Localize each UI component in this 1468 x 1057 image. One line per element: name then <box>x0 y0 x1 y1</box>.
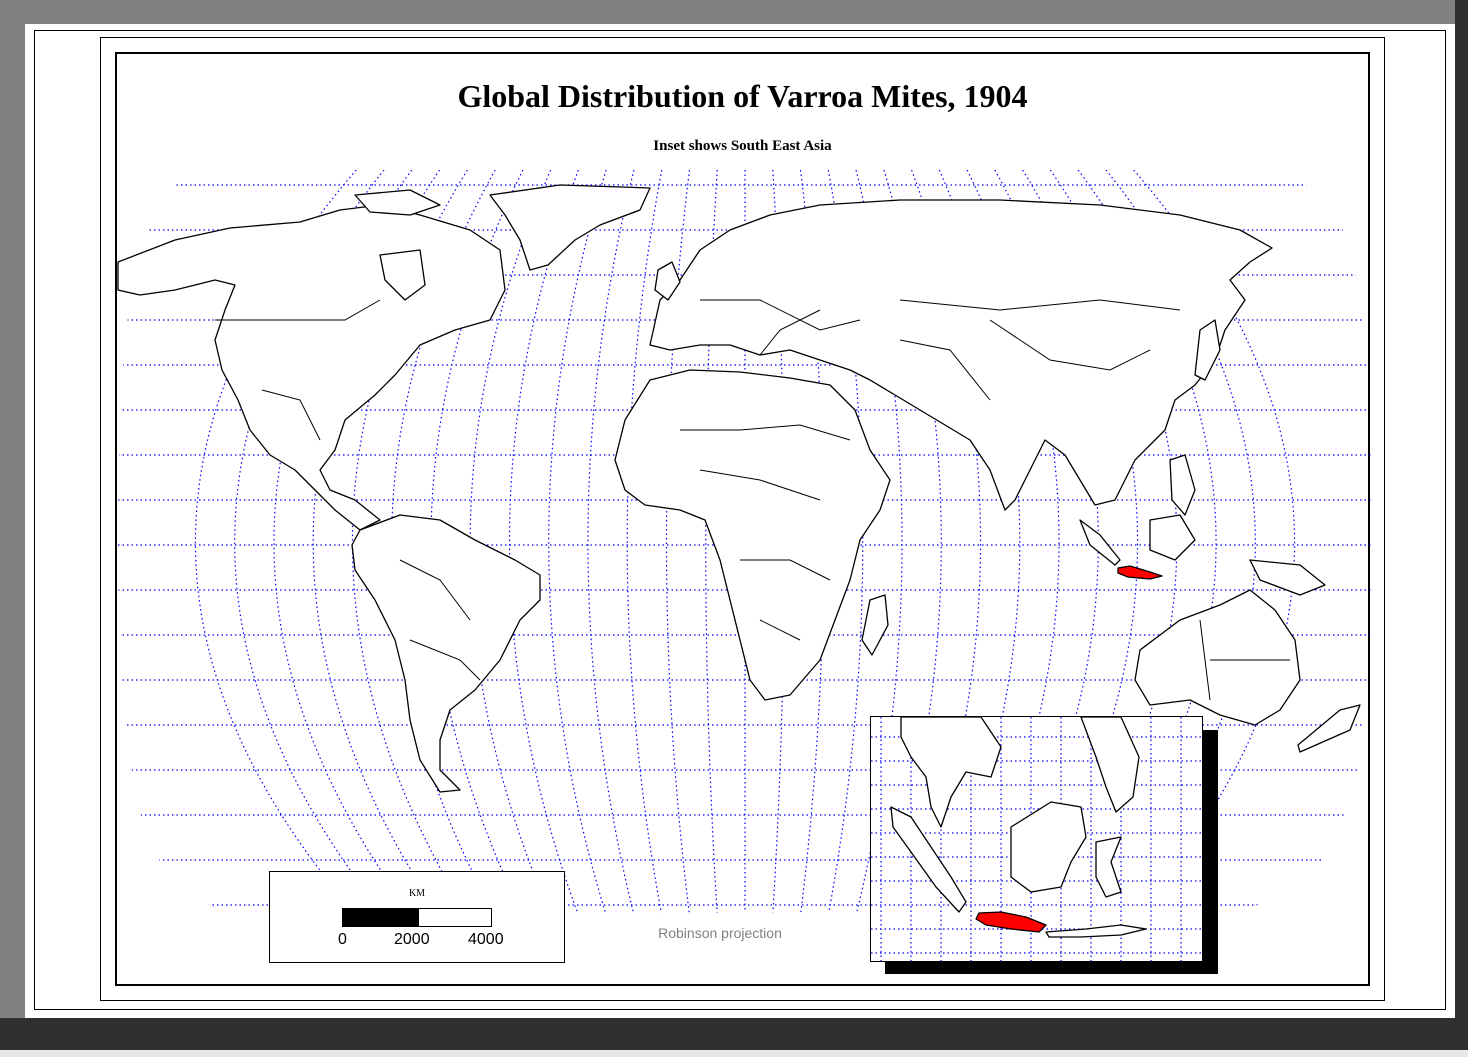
madagascar-landmass <box>861 594 889 656</box>
map-frame-inner <box>115 52 1370 986</box>
philippines-landmass <box>1169 454 1196 516</box>
graticule-meridian <box>1133 170 1295 915</box>
new-zealand-landmass <box>1297 704 1361 753</box>
map-title: Global Distribution of Varroa Mites, 190… <box>457 78 1028 114</box>
new-guinea-landmass <box>1249 559 1326 596</box>
south-america-landmass <box>351 514 541 793</box>
projection-label: Robinson projection <box>658 925 782 941</box>
paper-border <box>34 30 1446 1010</box>
british-isles <box>654 261 681 301</box>
java-highlight-inset <box>975 911 1047 933</box>
scale-tick-4000: 4000 <box>468 931 504 948</box>
inset-borneo <box>1010 801 1087 893</box>
greenland-landmass <box>489 184 651 271</box>
japan-landmass <box>1194 319 1221 381</box>
scale-tick-0: 0 <box>338 931 347 948</box>
inset-map-svg <box>871 717 1202 961</box>
graticule-meridian <box>548 170 607 915</box>
scale-bar-black-segment <box>342 908 420 927</box>
graticule-meridian <box>883 170 942 915</box>
graticule-meridian <box>827 170 864 915</box>
inset-philippines <box>1080 717 1140 813</box>
graticule-meridian <box>626 170 663 915</box>
scale-bar-white-segment <box>418 908 492 927</box>
australia-landmass <box>1134 589 1301 726</box>
scale-bar-box: KM 0 2000 4000 <box>269 871 565 963</box>
window-frame-bottom-edge <box>0 1050 1468 1057</box>
inset-lesser-sunda <box>1045 924 1147 938</box>
inset-sulawesi <box>1095 836 1122 898</box>
graticule-meridian <box>799 170 825 915</box>
graticule-meridian <box>508 170 579 915</box>
window-frame-shadow-right <box>1455 0 1468 1040</box>
inset-sumatra <box>890 806 967 913</box>
land-masses <box>117 184 1361 793</box>
scale-unit-label: KM <box>408 888 426 899</box>
country-borders <box>215 299 1290 701</box>
graticule-meridian <box>665 170 691 915</box>
sumatra-landmass <box>1079 519 1121 566</box>
map-frame-outer <box>100 37 1385 1001</box>
graticule-meridian <box>195 170 357 915</box>
arctic-islands <box>354 189 441 301</box>
borneo-landmass <box>1149 514 1196 561</box>
africa-landmass <box>614 369 891 701</box>
scale-tick-2000: 2000 <box>394 931 430 948</box>
graticule-meridian <box>587 170 635 915</box>
inset-map-south-east-asia <box>870 716 1203 962</box>
north-america-landmass <box>117 204 506 531</box>
eurasia-landmass <box>649 199 1273 511</box>
java-highlight-world <box>1117 565 1163 580</box>
inset-indochina <box>900 717 1002 828</box>
map-subtitle: Inset shows South East Asia <box>653 138 832 154</box>
